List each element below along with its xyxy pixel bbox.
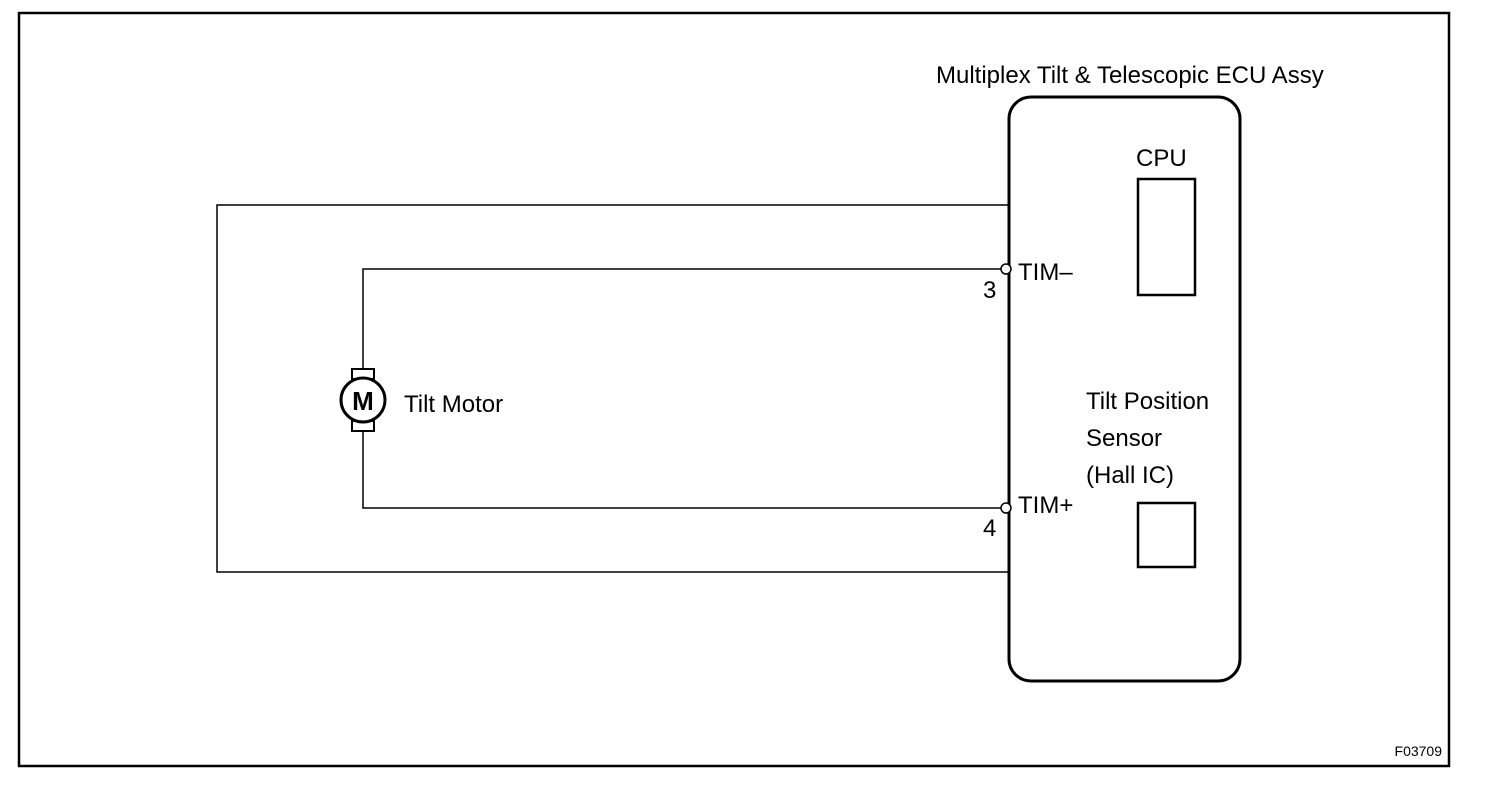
terminal-tim-minus-name: TIM– (1018, 259, 1073, 286)
sensor-label-line-1: Tilt Position (1086, 388, 1209, 415)
motor-label: Tilt Motor (404, 391, 503, 418)
terminal-tim-minus-icon (1000, 263, 1012, 275)
terminal-tim-plus-icon (1000, 502, 1012, 514)
wire-tim-minus (362, 268, 1003, 374)
sensor-label-line-3: (Hall IC) (1086, 462, 1174, 489)
terminal-tim-plus-name: TIM+ (1018, 492, 1073, 519)
sensor-block (1136, 501, 1197, 569)
sensor-label-line-2: Sensor (1086, 425, 1162, 452)
terminal-tim-minus-pin: 3 (983, 277, 996, 304)
diagram-frame (17, 11, 1451, 768)
motor-symbol: M (352, 386, 374, 416)
terminal-tim-plus-pin: 4 (983, 515, 996, 542)
figure-code: F03709 (1395, 743, 1443, 759)
ecu-box (1007, 95, 1242, 683)
ecu-title: Multiplex Tilt & Telescopic ECU Assy (936, 62, 1324, 89)
wire-tim-plus (362, 431, 1003, 509)
motor-icon: M (339, 368, 387, 432)
cpu-block (1136, 177, 1197, 297)
outer-wire-loop (216, 204, 1009, 573)
cpu-label: CPU (1136, 145, 1187, 172)
